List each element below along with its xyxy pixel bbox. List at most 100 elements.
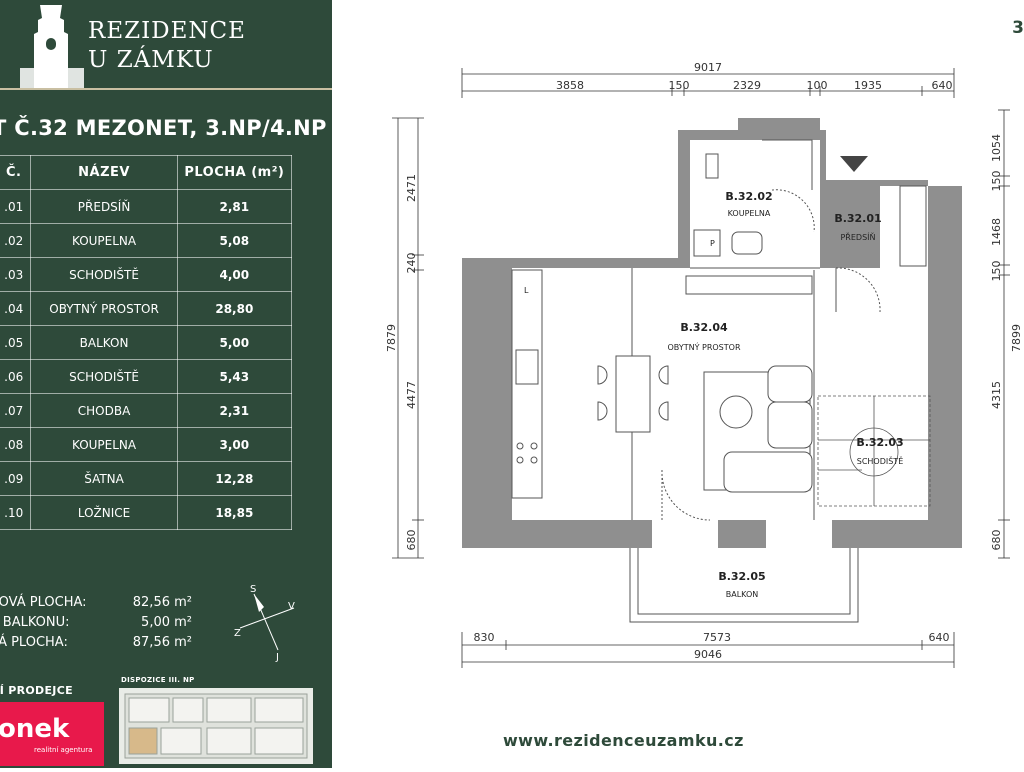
dim-right: 4315 — [990, 381, 1003, 409]
dim-left-total: 7879 — [385, 324, 398, 352]
disposition-label: DISPOZICE III. NP — [121, 676, 195, 684]
dim-right: 150 — [990, 261, 1003, 282]
summary-row: HA BALKONU: 5,00 m² — [0, 615, 200, 635]
room-name: SCHODIŠTĚ — [30, 257, 178, 292]
room-area: 5,08 — [176, 223, 293, 258]
room-name: KOUPELNA — [30, 427, 178, 462]
staircase — [817, 395, 931, 507]
fixture-label-l: L — [524, 286, 529, 295]
agency-logo[interactable]: onek realitní agentura — [0, 702, 104, 766]
summary-value: 87,56 m² — [132, 635, 192, 650]
bathroom-fixtures — [693, 139, 815, 257]
room-label: SCHODIŠTĚ — [857, 455, 904, 466]
col-header-area: PLOCHA (m²) — [176, 155, 293, 190]
room-code: B.32.03 — [856, 436, 903, 449]
room-area: 2,81 — [176, 189, 293, 224]
summary-label: HA BALKONU: — [0, 615, 70, 630]
room-number: .03 — [4, 267, 24, 282]
fixture-label-p: P — [710, 239, 715, 248]
kitchen — [511, 269, 543, 499]
room-number: .02 — [4, 233, 24, 248]
room-label: KOUPELNA — [728, 209, 771, 218]
room-code: B.32.02 — [725, 190, 772, 203]
room-name: KOUPELNA — [30, 223, 178, 258]
dim-right: 1468 — [990, 218, 1003, 246]
room-name: CHODBA — [30, 393, 178, 428]
top-dimensions — [461, 68, 955, 98]
room-number: .10 — [4, 505, 24, 520]
dim-left: 680 — [405, 530, 418, 551]
sofa — [703, 365, 813, 493]
room-number: .09 — [4, 471, 24, 486]
floor-plan-area: 9017 3858 150 2329 100 1935 640 7879 247… — [332, 0, 1024, 768]
room-name: LOŽNICE — [30, 495, 178, 530]
room-name: OBYTNÝ PROSTOR — [30, 291, 178, 326]
entry — [835, 185, 927, 313]
dim-right-total: 7899 — [1010, 324, 1023, 352]
room-area: 12,28 — [176, 461, 293, 496]
compass-icon: S V Z J — [234, 584, 295, 662]
castle-tower-icon — [20, 5, 84, 88]
floor-plan: 9017 3858 150 2329 100 1935 640 7879 247… — [385, 61, 1023, 668]
room-area: 28,80 — [176, 291, 293, 326]
summary-label: OVÁ PLOCHA: — [0, 635, 68, 650]
agency-logo-name: onek — [0, 714, 70, 744]
area-summary: AHOVÁ PLOCHA: 82,56 m² HA BALKONU: 5,00 … — [0, 595, 200, 655]
room-table-header: Č. NÁZEV PLOCHA (m²) — [0, 155, 293, 190]
col-header-name: NÁZEV — [30, 155, 178, 190]
dim-top: 100 — [807, 79, 828, 92]
dim-top-total: 9017 — [694, 61, 722, 74]
dim-bottom: 7573 — [703, 631, 731, 644]
summary-value: 82,56 m² — [132, 595, 192, 610]
room-label: OBYTNÝ PROSTOR — [667, 341, 740, 352]
summary-row: OVÁ PLOCHA: 87,56 m² — [0, 635, 200, 655]
right-dimensions — [998, 109, 1010, 559]
dim-left: 2471 — [405, 174, 418, 202]
floor-number: 3 — [1012, 18, 1024, 38]
room-number: .07 — [4, 403, 24, 418]
room-number: .01 — [4, 199, 24, 214]
room-code: B.32.04 — [680, 321, 728, 334]
brand-divider — [0, 88, 332, 90]
dim-top: 150 — [669, 79, 690, 92]
summary-value: 5,00 m² — [141, 615, 192, 630]
left-dimensions — [392, 117, 424, 559]
balcony — [629, 469, 859, 623]
compass-v: V — [288, 601, 295, 612]
dim-top: 640 — [932, 79, 953, 92]
room-name: ŠATNA — [30, 461, 178, 496]
compass-j: J — [275, 652, 279, 662]
dim-left: 4477 — [405, 381, 418, 409]
room-label: PŘEDSÍŇ — [840, 231, 875, 242]
brand-header: REZIDENCE U ZÁMKU — [0, 0, 332, 90]
dim-top: 2329 — [733, 79, 761, 92]
bottom-dimensions — [461, 632, 955, 668]
dim-bottom: 830 — [474, 631, 495, 644]
room-area: 3,00 — [176, 427, 293, 462]
room-name: PŘEDSÍŇ — [30, 189, 178, 224]
dim-top: 3858 — [556, 79, 584, 92]
room-area: 5,00 — [176, 325, 293, 360]
unit-title: T Č.32 MEZONET, 3.NP/4.NP — [0, 116, 327, 140]
room-area: 18,85 — [176, 495, 293, 530]
compass-s: S — [250, 584, 256, 595]
website-link[interactable]: www.rezidenceuzamku.cz — [503, 731, 744, 750]
dim-left: 240 — [405, 253, 418, 274]
room-area: 4,00 — [176, 257, 293, 292]
sales-agent-label: ADNÍ PRODEJCE — [0, 684, 73, 697]
room-number: .08 — [4, 437, 24, 452]
brand-line-1: REZIDENCE — [88, 18, 246, 44]
room-code: B.32.01 — [834, 212, 881, 225]
dim-bottom-total: 9046 — [694, 648, 722, 661]
summary-label: AHOVÁ PLOCHA: — [0, 595, 87, 610]
